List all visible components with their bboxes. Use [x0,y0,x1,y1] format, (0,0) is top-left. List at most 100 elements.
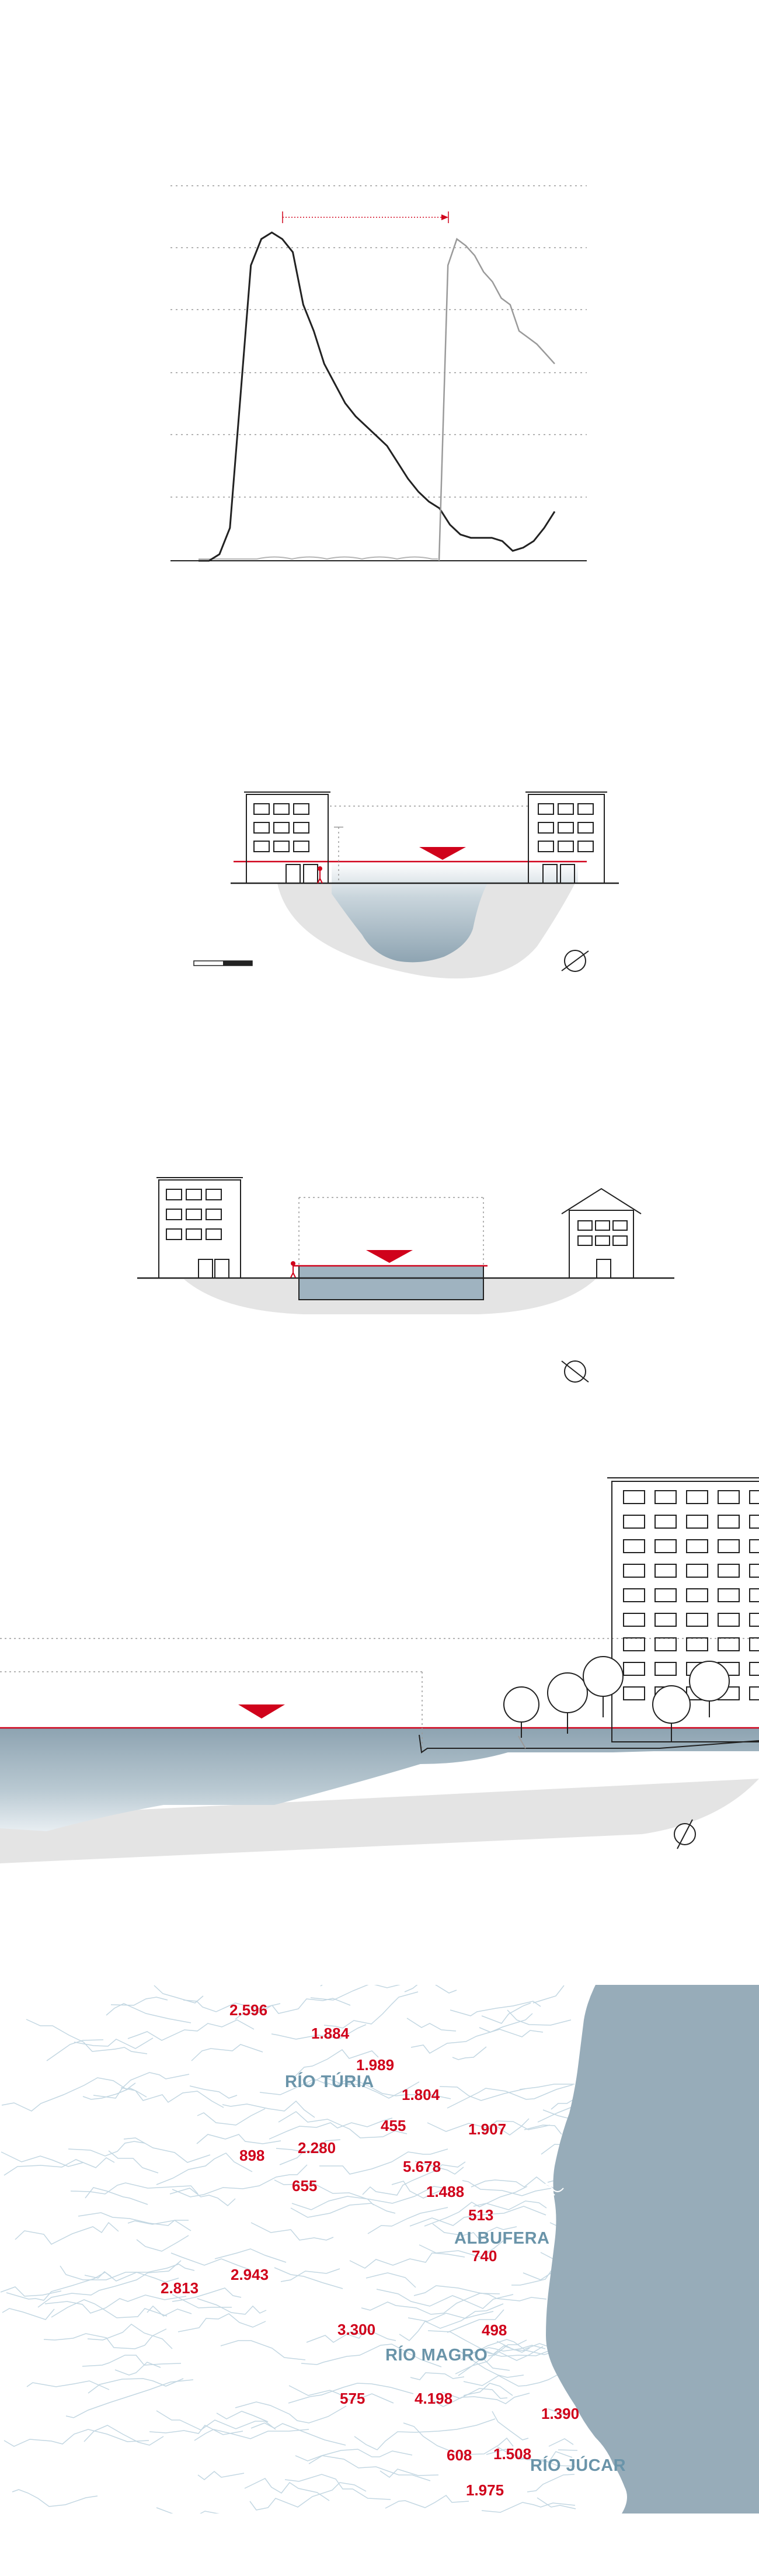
map-values: 2.596 1.884 1.989 1.804 455 1.907 898 2.… [161,2001,579,2499]
river-stream [349,2252,465,2269]
window [718,1613,740,1627]
river-stream [4,2157,115,2176]
river-stream [177,2313,266,2332]
river-stream [65,2379,194,2418]
river-stream [51,2299,168,2318]
window [718,1515,740,1529]
river-stream [361,2293,500,2315]
urban-channel-section [193,791,619,979]
window [718,1637,740,1651]
river-stream [548,2438,574,2447]
window [654,1637,677,1651]
river-stream [274,2267,343,2289]
river-stream [441,2388,508,2399]
river-stream [519,2084,575,2090]
river-stream [149,2425,243,2435]
river-stream [481,2002,531,2024]
hydrograph-series-1 [199,231,556,562]
river-stream [479,2013,533,2033]
river-stream [527,2474,575,2492]
river-stream [308,2455,431,2481]
rainfall-value: 1.390 [541,2405,579,2422]
rainfall-value: 1.508 [493,2445,531,2463]
river-network [0,1985,578,2513]
river-stream [127,2220,189,2225]
river-stream [511,2269,552,2286]
coastal-water [0,1728,759,1831]
window [623,1564,645,1578]
scale-bar [193,960,253,966]
window [623,1490,645,1504]
rainfall-value: 1.989 [356,2056,394,2074]
window [686,1637,708,1651]
river-stream [295,2449,413,2462]
hydrograph-chart [170,185,587,562]
wall-height-guides [298,1197,484,1266]
river-stream [452,2046,487,2060]
river-stream [271,2024,367,2040]
water-level-triangle [366,1250,413,1263]
ground-body [0,1779,759,1863]
river-stream [403,2422,514,2455]
river-stream [172,2294,232,2308]
river-stream [460,2345,546,2360]
river-stream [472,2339,563,2354]
hydrograph-base-wave [199,556,438,560]
river-stream [497,2446,576,2467]
river-stream [288,2383,414,2404]
river-stream [473,2200,547,2210]
river-stream [82,2355,182,2367]
window [749,1588,759,1602]
river-stream [108,2150,159,2174]
window [749,1490,759,1504]
rainfall-map: RÍO TÚRIA ALBUFERA RÍO MAGRO RÍO JÚCAR 2… [0,1985,759,2513]
window [718,1490,740,1504]
river-stream [415,2161,464,2175]
rainfall-value: 1.975 [466,2481,504,2499]
river-stream [481,2502,576,2513]
river-stream [409,2206,546,2227]
river-stream [537,2497,576,2509]
rainfall-value: 1.804 [402,2086,440,2103]
river-stream [406,2018,457,2032]
river-stream [524,2124,562,2135]
river-stream [136,2235,189,2252]
rainfall-value: 608 [447,2446,472,2464]
window [749,1637,759,1651]
channel-water [332,862,578,963]
left-building-icon [156,1177,243,1279]
rainfall-value: 1.488 [426,2183,464,2200]
river-stream [362,2161,466,2196]
river-stream [68,2141,145,2157]
rainfall-map-panel: RÍO TÚRIA ALBUFERA RÍO MAGRO RÍO JÚCAR 2… [0,1985,759,2513]
hydrograph-grid [170,185,587,498]
river-stream [280,2268,340,2282]
river-stream [123,2137,211,2163]
river-stream [320,1985,401,1988]
window [686,1613,708,1627]
river-stream [458,2346,544,2376]
window [654,1539,677,1553]
river-stream [259,2078,329,2095]
river-stream [410,2029,544,2054]
channel-water [298,1265,484,1300]
river-stream [290,2203,396,2218]
window [686,1539,708,1553]
rainfall-value: 1.884 [311,2025,350,2042]
river-stream [450,2001,541,2016]
river-stream [0,2286,62,2297]
river-stream [288,2385,394,2404]
river-stream [419,2240,504,2258]
river-stream [189,2085,238,2099]
river-stream [172,2164,308,2197]
tall-building-icon [607,1477,759,1742]
river-stream [169,2188,236,2206]
river-stream [306,2331,361,2343]
river-stream [551,2099,573,2110]
river-stream [44,2294,187,2314]
river-stream [84,2271,179,2283]
river-stream [37,2260,182,2308]
river-stream [249,2482,367,2511]
river-stream [463,2383,513,2396]
river-stream [482,2118,530,2136]
